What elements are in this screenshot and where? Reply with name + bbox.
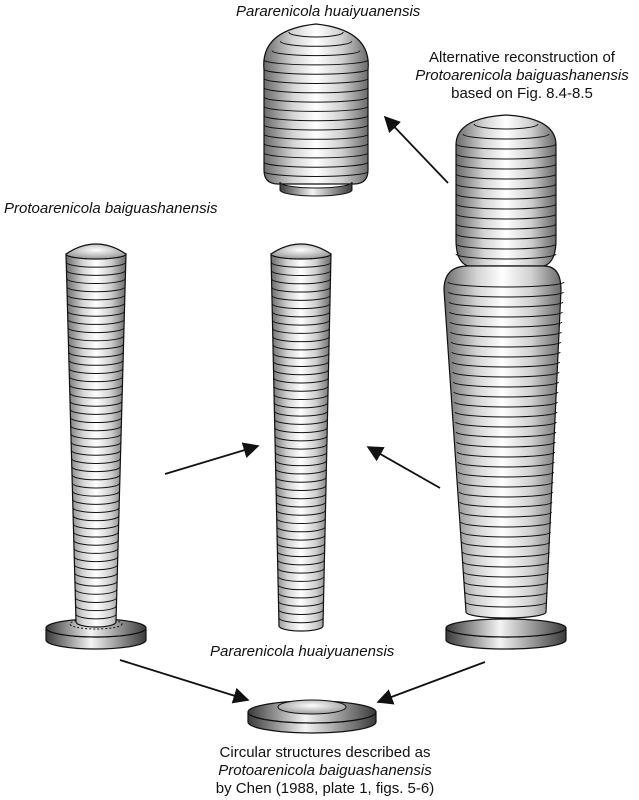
label-alternative-reconstruction: Alternative reconstruction of Protoareni… (405, 49, 639, 103)
label-top-species: Pararenicola huaiyuanensis (236, 3, 420, 21)
label-bottom-line1: Circular structures described as (175, 744, 475, 762)
arrow-left-to-middle (165, 446, 258, 474)
worm-pararenicola-middle (271, 244, 331, 631)
label-alt-line2: Protoarenicola baiguashanensis (405, 67, 639, 85)
worm-protoarenicola-left (46, 244, 146, 649)
body-segment (66, 254, 126, 627)
body-segment (271, 254, 331, 631)
arrow-alt-to-disc (378, 662, 485, 702)
arrow-alt-to-top (385, 117, 448, 183)
label-left-species: Protoarenicola baiguashanensis (4, 200, 217, 218)
upper-body (456, 115, 556, 266)
head-cap (66, 244, 126, 259)
disc-top (446, 619, 566, 637)
label-bottom-line3: by Chen (1988, plate 1, figs. 5-6) (175, 780, 475, 798)
label-middle-species: Pararenicola huaiyuanensis (210, 643, 394, 661)
arrow-left-to-disc (120, 660, 248, 700)
arrow-alt-to-middle (368, 447, 440, 488)
worm-pararenicola-top (264, 24, 369, 196)
label-alt-line3: based on Fig. 8.4-8.5 (405, 85, 639, 103)
circular-structure-disc (248, 700, 376, 733)
head-cap (271, 244, 331, 259)
label-circular-structures: Circular structures described as Protoar… (175, 744, 475, 798)
label-alt-line1: Alternative reconstruction of (405, 49, 639, 67)
label-bottom-line2: Protoarenicola baiguashanensis (175, 762, 475, 780)
body-segment (264, 24, 369, 184)
disc-center (278, 700, 346, 714)
worm-alternative-reconstruction (444, 115, 566, 649)
lower-body (444, 266, 561, 618)
